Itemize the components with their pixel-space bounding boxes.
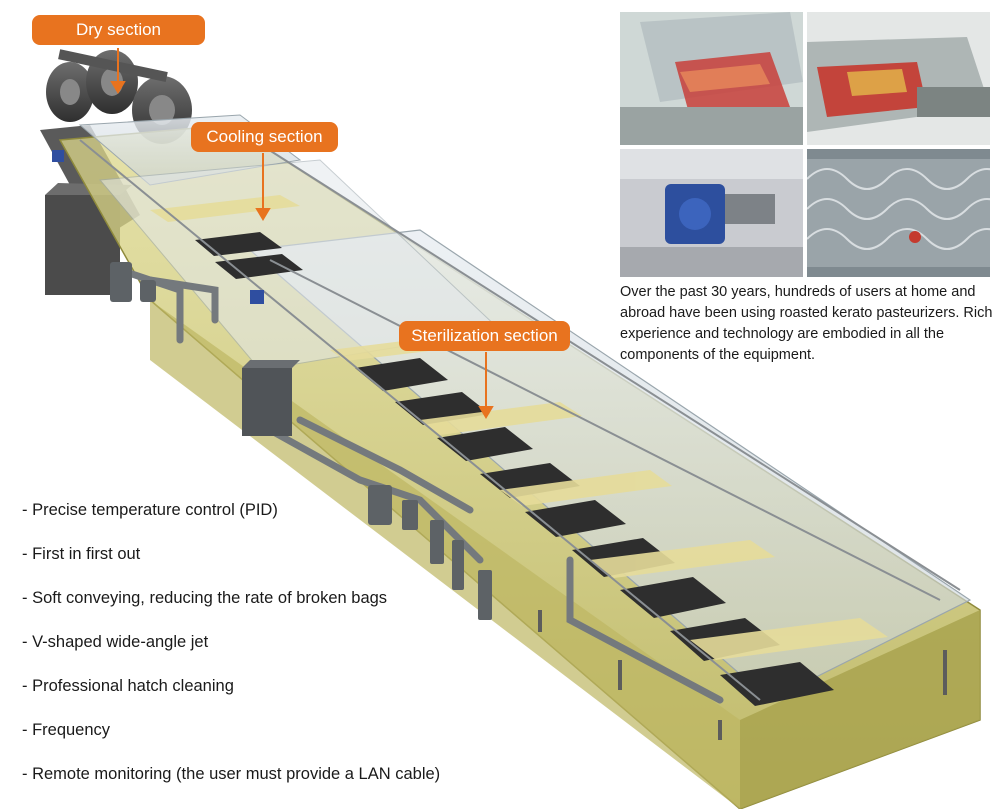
conveyor-slats (195, 232, 834, 706)
dry-section-callout: Dry section (32, 15, 205, 45)
feature-item: - Remote monitoring (the user must provi… (22, 765, 441, 783)
feature-list: - Precise temperature control (PID) - Fi… (22, 497, 440, 805)
support-legs (538, 610, 947, 740)
product-photo-top-left (620, 12, 803, 145)
feature-item: - Precise temperature control (PID) (22, 501, 278, 519)
product-photo-top-right (807, 12, 990, 145)
cooling-section-callout: Cooling section (191, 122, 338, 152)
blue-motor (250, 290, 264, 304)
feature-item: - V-shaped wide-angle jet (22, 633, 209, 651)
feature-item: - Frequency (22, 721, 111, 739)
product-photo-bottom-left (620, 149, 803, 277)
callout-pointers (110, 48, 494, 419)
sterilization-section-callout: Sterilization section (399, 321, 570, 351)
company-description: Over the past 30 years, hundreds of user… (620, 284, 993, 363)
blue-motor (52, 150, 64, 162)
pump-box (242, 368, 292, 436)
cover-rails (79, 124, 961, 701)
feature-item: - Professional hatch cleaning (22, 677, 234, 695)
valves (110, 262, 492, 620)
feature-item: - First in first out (22, 545, 141, 563)
feature-item: - Soft conveying, reducing the rate of b… (22, 589, 388, 607)
product-photo-bottom-right (807, 149, 990, 277)
